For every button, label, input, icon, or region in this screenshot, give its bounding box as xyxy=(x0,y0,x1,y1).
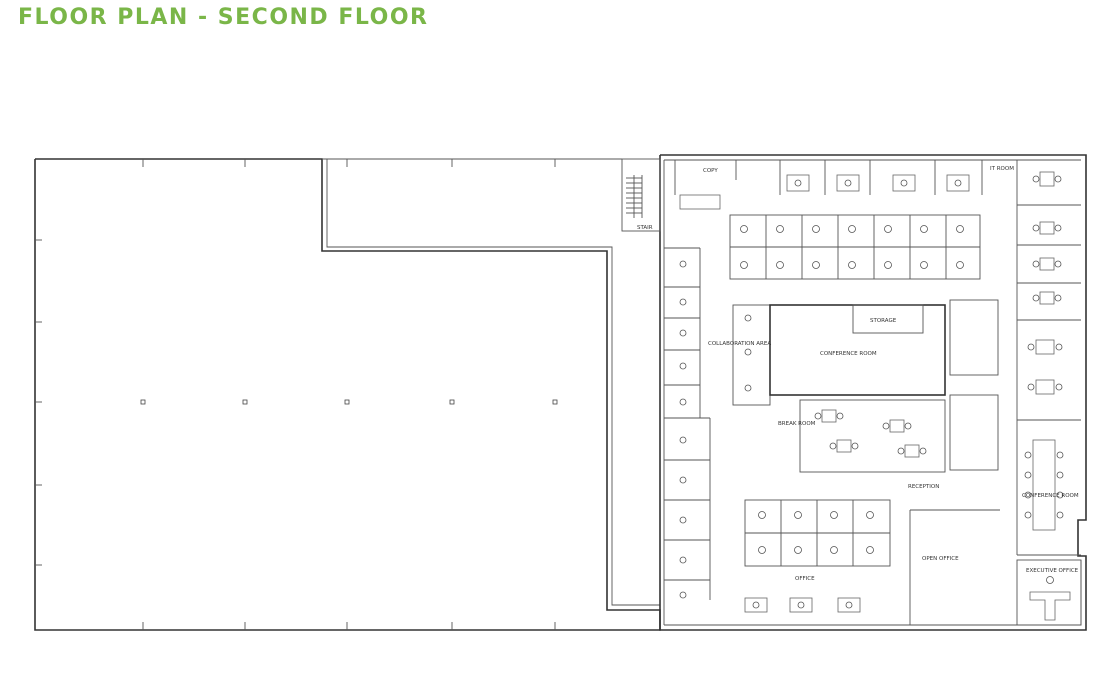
executive-office: EXECUTIVE OFFICE xyxy=(1016,559,1082,626)
stair xyxy=(626,175,643,218)
column-markers xyxy=(35,159,556,630)
right-small-rooms xyxy=(1032,171,1062,305)
columns xyxy=(140,399,558,405)
left-offices xyxy=(664,247,711,600)
conference-room: CONFERENCE ROOM xyxy=(769,304,946,396)
stair-label: STAIR xyxy=(637,225,653,231)
conf-room-right-table: CONFERENCE ROOM xyxy=(1022,439,1079,531)
conference-label: CONFERENCE ROOM xyxy=(820,351,877,357)
open-office-label: OPEN OFFICE xyxy=(922,556,959,562)
page-title: FLOOR PLAN - SECOND FLOOR xyxy=(18,5,429,30)
top-office-desks xyxy=(679,174,970,210)
office-label: OFFICE xyxy=(795,576,815,582)
shell-space-left xyxy=(34,158,661,631)
storage-label: STORAGE xyxy=(870,318,897,324)
workstations-bottom: OFFICE xyxy=(744,499,891,582)
break-room: BREAK ROOM xyxy=(778,399,946,473)
storage-room: STORAGE xyxy=(852,304,924,334)
reception-label: RECEPTION xyxy=(908,484,939,490)
left-office-chairs xyxy=(679,260,687,599)
workstations-top xyxy=(729,214,981,280)
break-room-label: BREAK ROOM xyxy=(778,421,816,427)
bottom-offices xyxy=(744,509,1000,625)
conf-room-right-label: CONFERENCE ROOM xyxy=(1022,493,1079,499)
right-middle-rooms xyxy=(949,299,1081,556)
exec-office-label: EXECUTIVE OFFICE xyxy=(1026,568,1079,574)
top-offices xyxy=(674,160,1081,321)
collab-label: COLLABORATION AREA xyxy=(708,341,771,347)
collab-area: COLLABORATION AREA xyxy=(708,304,771,406)
it-room-label: IT ROOM xyxy=(990,166,1014,172)
copy-label: COPY xyxy=(703,168,718,174)
right-meeting-tables xyxy=(1027,339,1063,395)
